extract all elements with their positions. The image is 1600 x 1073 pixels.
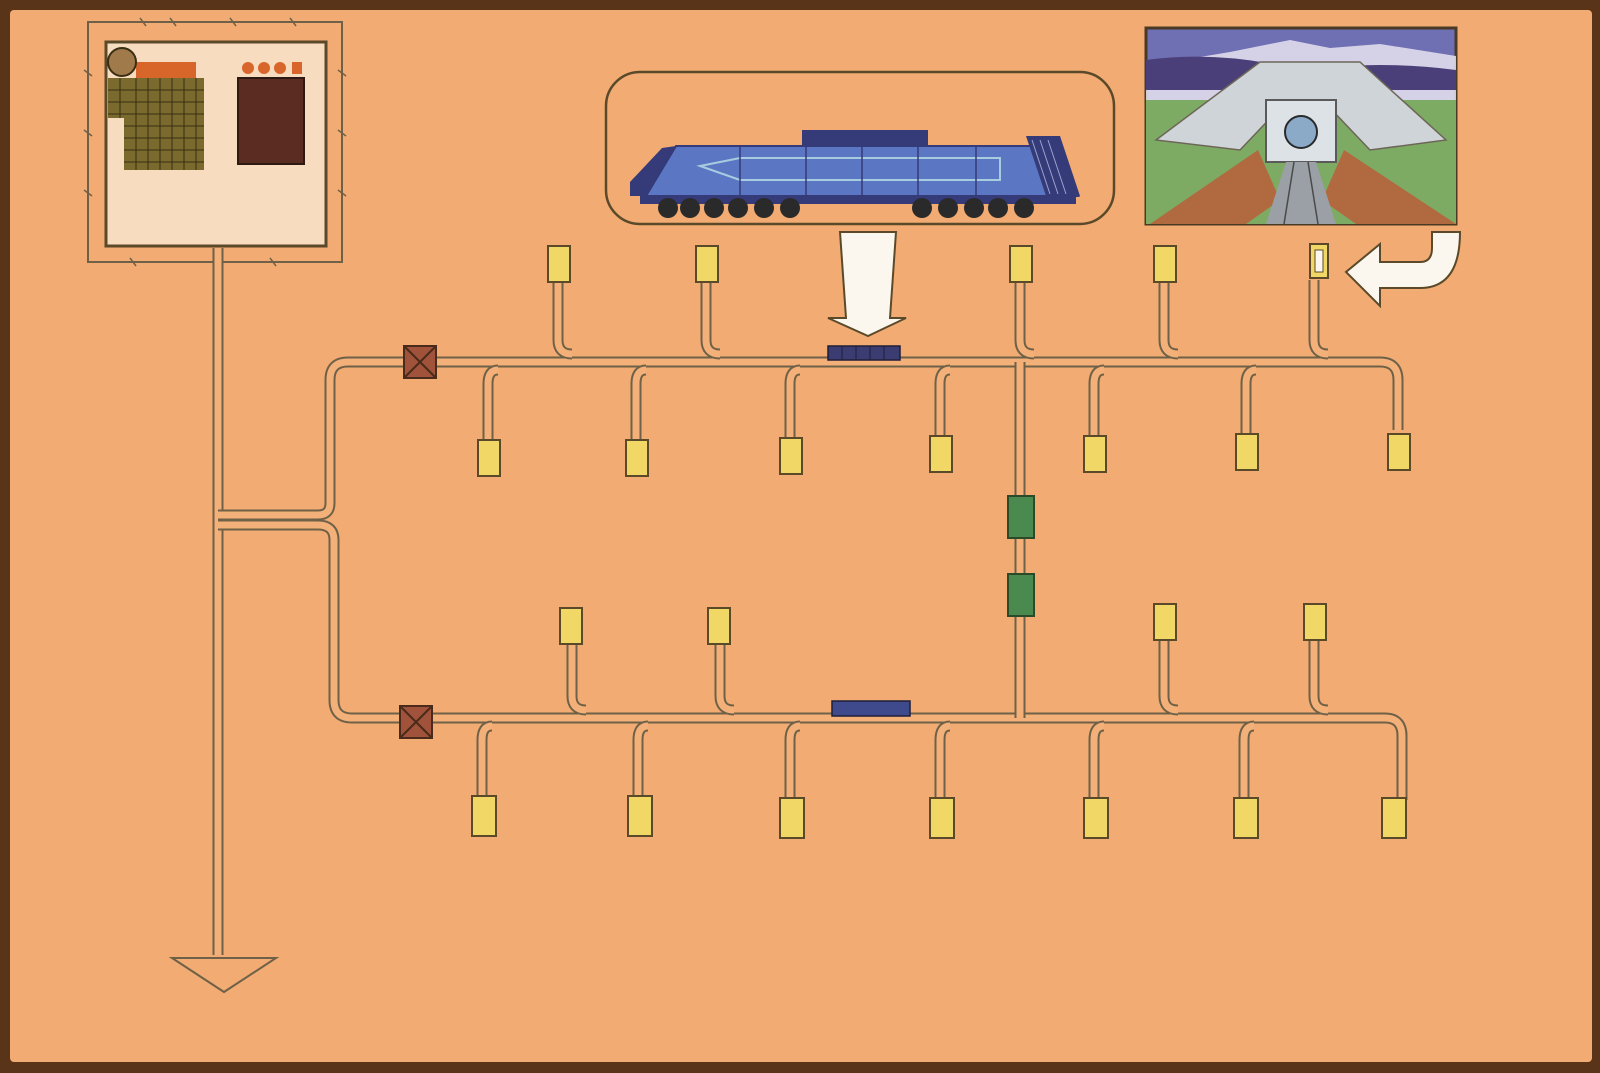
shelter-upper-bottom-0 xyxy=(477,439,501,477)
upper-spur-top-1-inner xyxy=(702,280,721,358)
upper-spur-bottom-0-inner xyxy=(484,366,499,440)
board-background xyxy=(10,10,1592,1062)
lower-spur-bottom-3-inner xyxy=(936,722,951,800)
upper-spur-bottom-5-inner xyxy=(1242,366,1257,440)
shelter-upper-top-0 xyxy=(547,245,571,283)
shelter-lower-bottom-5 xyxy=(1233,797,1259,839)
upper-spur-bottom-2-inner xyxy=(786,366,801,440)
shelter-upper-top-highlight-door xyxy=(1314,249,1324,273)
lower-spur-top-1-inner xyxy=(716,640,735,714)
shelter-nodes xyxy=(168,243,1411,994)
lower-spur-bottom-4-inner xyxy=(1090,722,1105,800)
track-network xyxy=(212,248,1408,955)
shelter-lower-top-0 xyxy=(559,607,583,645)
lower-spur-top-0-inner xyxy=(568,640,587,714)
upper-spur-bottom-3-inner xyxy=(936,366,951,440)
lower-spur-top-3-inner xyxy=(1310,640,1329,714)
lower-spur-bottom-1-inner xyxy=(634,722,649,800)
train-inset-frame xyxy=(604,70,1116,226)
crossover-x-icon-lower-x xyxy=(399,705,433,739)
shelter-lower-bottom-3 xyxy=(929,797,955,839)
shelter-lower-bottom-4 xyxy=(1083,797,1109,839)
lower-spur-bottom-5-inner xyxy=(1240,722,1255,800)
shelter-upper-bottom-1 xyxy=(625,439,649,477)
tunnel-portal-icon xyxy=(1144,26,1458,226)
upper-spur-bottom-1-inner xyxy=(632,366,647,440)
lower-spur-bottom-0-inner xyxy=(478,722,493,800)
upper-spur-top-0-inner xyxy=(554,280,573,358)
lower-spur-bottom-2-inner xyxy=(786,722,801,800)
shelter-lower-top-1 xyxy=(707,607,731,645)
lower-loop-track-inner xyxy=(218,521,416,722)
shelter-lower-bottom-0 xyxy=(471,795,497,837)
locomotive-icon xyxy=(604,70,1116,226)
upper-spur-top-2-inner xyxy=(1016,280,1035,358)
upper-spur-bottom-4-inner xyxy=(1090,366,1105,440)
shelter-upper-top-2 xyxy=(1009,245,1033,283)
upper-trunk-train xyxy=(827,345,901,361)
control-grid-block xyxy=(107,47,204,170)
link-block-2 xyxy=(1007,573,1035,617)
upper-spur-top-4-inner xyxy=(1310,280,1329,358)
upper-spur-top-3-inner xyxy=(1160,280,1179,358)
exit-arrow-icon xyxy=(168,957,280,994)
shelter-lower-bottom-2 xyxy=(779,797,805,839)
shelter-upper-bottom-3 xyxy=(929,435,953,473)
hook-arrow-icon xyxy=(1344,231,1462,309)
link-block-1 xyxy=(1007,495,1035,539)
shelter-upper-bottom-4 xyxy=(1083,435,1107,473)
control-center-icon xyxy=(83,17,347,267)
shelter-upper-top-3 xyxy=(1153,245,1177,283)
lower-spur-top-2-inner xyxy=(1160,640,1179,714)
shelter-upper-top-1 xyxy=(695,245,719,283)
locomotive xyxy=(630,130,1080,218)
fence-ticks xyxy=(83,17,347,267)
shelter-upper-bottom-6 xyxy=(1387,433,1411,471)
arrow-down-icon xyxy=(827,231,907,338)
upper-trunk-track-inner xyxy=(410,358,1402,430)
crossover-x-icon-upper-x xyxy=(403,345,437,379)
shelter-lower-bottom-6 xyxy=(1381,797,1407,839)
lower-trunk-train xyxy=(831,700,911,717)
shelter-upper-bottom-5 xyxy=(1235,433,1259,471)
shelter-lower-top-3 xyxy=(1303,603,1327,641)
shelter-lower-bottom-1 xyxy=(627,795,653,837)
upper-loop-track-inner xyxy=(218,358,410,519)
lower-trunk-track-inner xyxy=(416,714,1406,800)
shelter-lower-top-2 xyxy=(1153,603,1177,641)
shelter-upper-bottom-2 xyxy=(779,437,803,475)
control-dark-block xyxy=(237,62,305,165)
